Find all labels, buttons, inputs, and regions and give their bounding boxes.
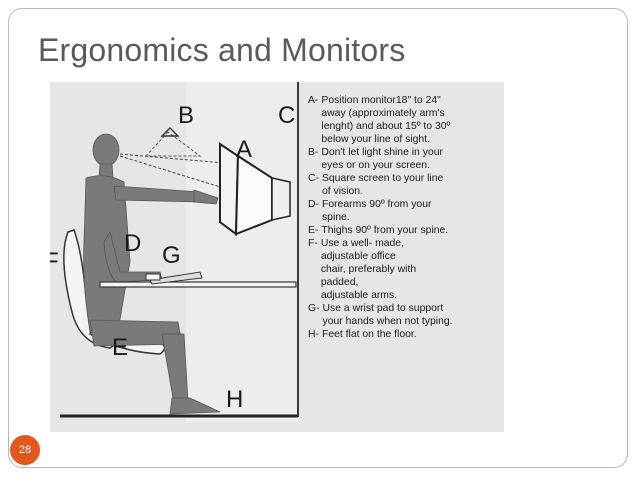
figure-letter-a: A: [236, 136, 253, 163]
slide-title: Ergonomics and Monitors: [38, 32, 406, 68]
figure-letter-h: H: [226, 386, 244, 413]
person-shin: [161, 333, 189, 405]
page-number-badge: 28: [10, 435, 40, 465]
light-icon: [160, 127, 180, 137]
legend-text: Use a well- made, adjustable office chai…: [320, 238, 417, 301]
figure-letter-b: B: [178, 102, 195, 129]
legend-item-e: E- Thighs 90º from your spine.: [308, 224, 502, 237]
figure-letter-d: D: [124, 230, 142, 257]
chair-back: [63, 229, 118, 349]
person-head: [92, 133, 120, 167]
figure-letter-f: F: [50, 248, 59, 275]
legend-key: H-: [308, 329, 319, 340]
legend-text: Position monitor18" to 24" away (approxi…: [321, 95, 451, 145]
legend-key: G-: [308, 303, 320, 314]
legend-item-c: C- Square screen to your line of vision.: [308, 172, 502, 198]
legend-item-d: D- Forearms 90º from your spine.: [308, 198, 502, 224]
wrist-pad: [145, 273, 161, 281]
light-cone: [144, 131, 202, 157]
sight-line: [119, 153, 237, 165]
legend-text: Thighs 90º from your spine.: [321, 225, 449, 236]
keyboard-tray: [99, 281, 297, 288]
keyboard: [149, 271, 203, 285]
legend-key: A-: [308, 95, 319, 106]
legend-item-h: H- Feet flat on the floor.: [308, 328, 502, 341]
legend-text: Don't let light shine in your eyes or on…: [321, 147, 443, 171]
ergonomics-legend: A- Position monitor18" to 24" away (appr…: [308, 94, 502, 341]
legend-item-g: G- Use a wrist pad to support your hands…: [308, 302, 502, 328]
seated-person: [83, 133, 221, 415]
ergonomics-drawing: [60, 82, 299, 422]
figure-letter-e: E: [112, 334, 129, 361]
figure-letter-g: G: [162, 242, 181, 269]
person-lower-arm: [103, 230, 163, 283]
desk-panel: [186, 82, 298, 422]
ergonomics-illustration: B C A D G F E H A- Position monitor18" t…: [50, 82, 504, 432]
legend-item-a: A- Position monitor18" to 24" away (appr…: [308, 94, 502, 146]
legend-text: Use a wrist pad to support your hands wh…: [322, 303, 453, 327]
legend-text: Square screen to your line of vision.: [321, 173, 444, 197]
legend-key: F-: [308, 238, 318, 249]
legend-key: B-: [308, 147, 319, 158]
figure-letter-c: C: [278, 102, 296, 129]
legend-text: Forearms 90º from your spine.: [321, 199, 432, 223]
legend-key: D-: [308, 199, 319, 210]
monitor-back: [271, 177, 291, 221]
legend-item-b: B- Don't let light shine in your eyes or…: [308, 146, 502, 172]
person-foot: [169, 397, 221, 415]
legend-key: E-: [308, 225, 319, 236]
legend-key: C-: [308, 173, 319, 184]
legend-text: Feet flat on the floor.: [321, 329, 417, 340]
legend-item-f: F- Use a well- made, adjustable office c…: [308, 237, 502, 302]
sight-line-lower: [119, 155, 231, 191]
person-forearm: [193, 189, 219, 205]
